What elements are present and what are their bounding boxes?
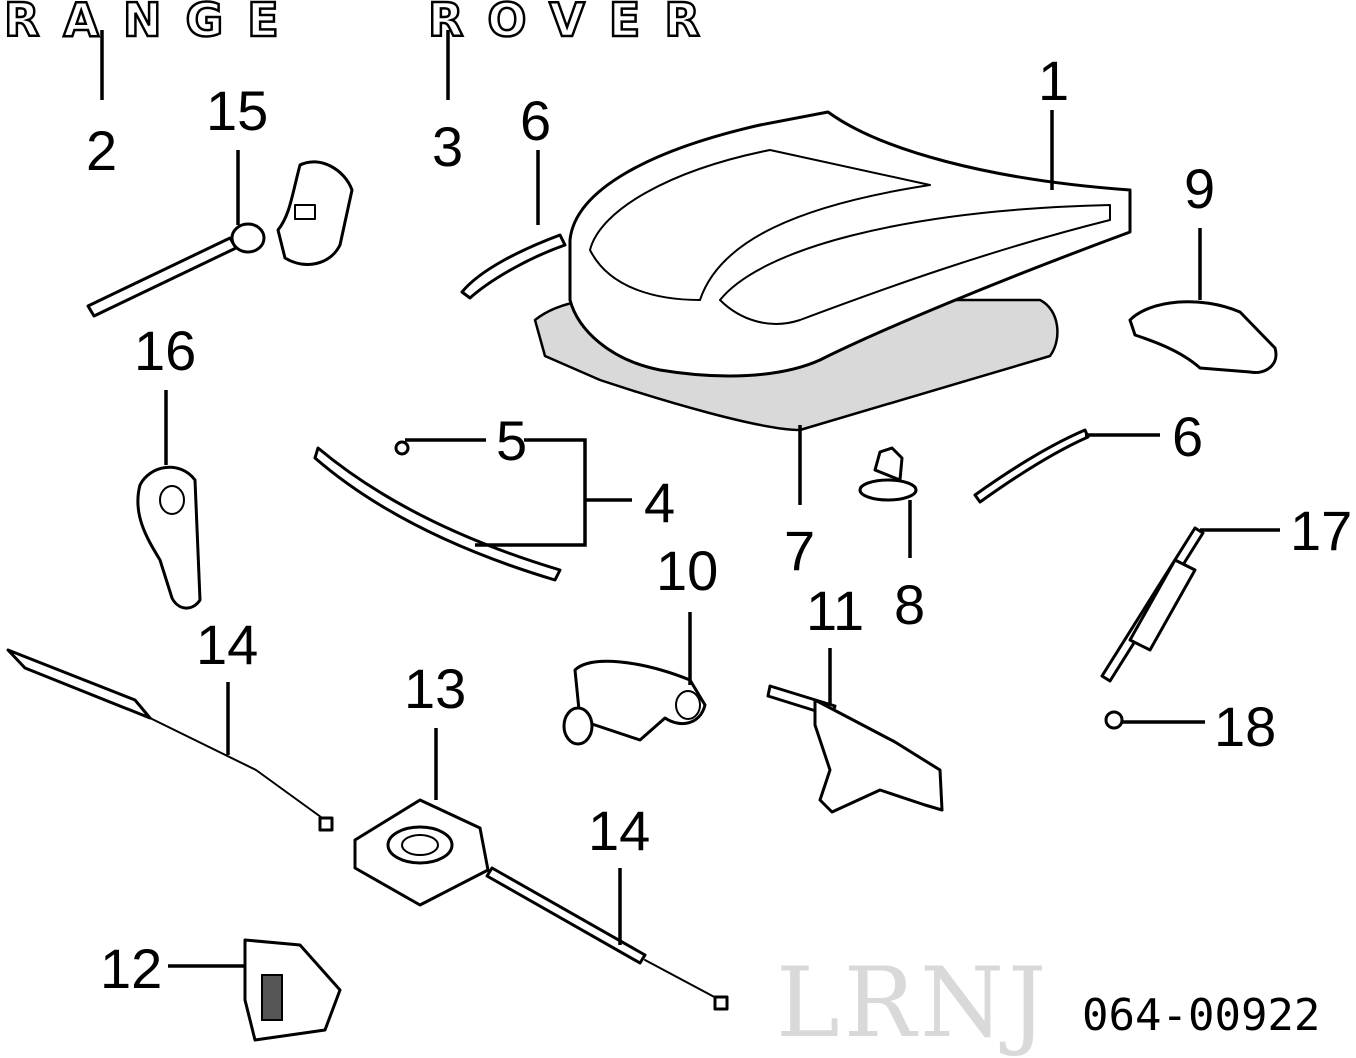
callout-14-lower: 14 — [588, 799, 650, 862]
callout-7: 7 — [784, 519, 815, 582]
strut-nut — [1104, 710, 1124, 730]
callout-11: 11 — [806, 579, 864, 642]
seal-strip-upper — [460, 233, 567, 300]
callout-13: 13 — [404, 657, 466, 720]
bump-stop-bracket — [136, 465, 202, 610]
callout-3: 3 — [432, 115, 463, 178]
callout-12: 12 — [100, 937, 162, 1000]
gas-strut — [1100, 526, 1205, 683]
callout-9: 9 — [1184, 157, 1215, 220]
callout-14-upper: 14 — [196, 613, 258, 676]
safety-catch — [766, 684, 944, 814]
callouts: 2 15 3 6 1 9 16 5 4 6 7 8 17 10 11 14 13… — [86, 49, 1352, 1000]
callout-5: 5 — [496, 409, 527, 472]
callout-2: 2 — [86, 119, 117, 182]
seal-clip — [394, 440, 410, 456]
latch-cover — [243, 938, 342, 1042]
callout-8: 8 — [894, 573, 925, 636]
push-clip — [858, 446, 918, 502]
callout-1: 1 — [1038, 49, 1069, 112]
release-cable-lower — [485, 866, 729, 1011]
callout-18: 18 — [1214, 695, 1276, 758]
leader-lines — [100, 30, 1280, 968]
front-seal-strip — [313, 446, 562, 582]
callout-6-upper: 6 — [520, 89, 551, 152]
callout-6-lower: 6 — [1172, 405, 1203, 468]
callout-16: 16 — [134, 319, 196, 382]
bracket-hole — [159, 485, 185, 515]
hood-latch — [353, 798, 490, 907]
hood-striker — [562, 659, 707, 746]
callout-10: 10 — [656, 539, 718, 602]
watermark: LRNJ — [776, 947, 1051, 1058]
callout-15: 15 — [206, 79, 268, 142]
diagram-part-number: 064-00922 — [1082, 990, 1320, 1041]
latch-cover-slot — [261, 974, 283, 1021]
badge-rover: ROVER — [428, 0, 724, 47]
release-cable-assembly — [86, 160, 354, 318]
release-cable-upper — [6, 648, 334, 832]
callout-17: 17 — [1290, 499, 1352, 562]
badge-range: RANGE — [4, 0, 303, 47]
hood-hinge — [1128, 300, 1278, 375]
hood-panel — [533, 110, 1132, 432]
callout-4: 4 — [644, 471, 675, 534]
seal-strip-lower — [973, 428, 1090, 504]
